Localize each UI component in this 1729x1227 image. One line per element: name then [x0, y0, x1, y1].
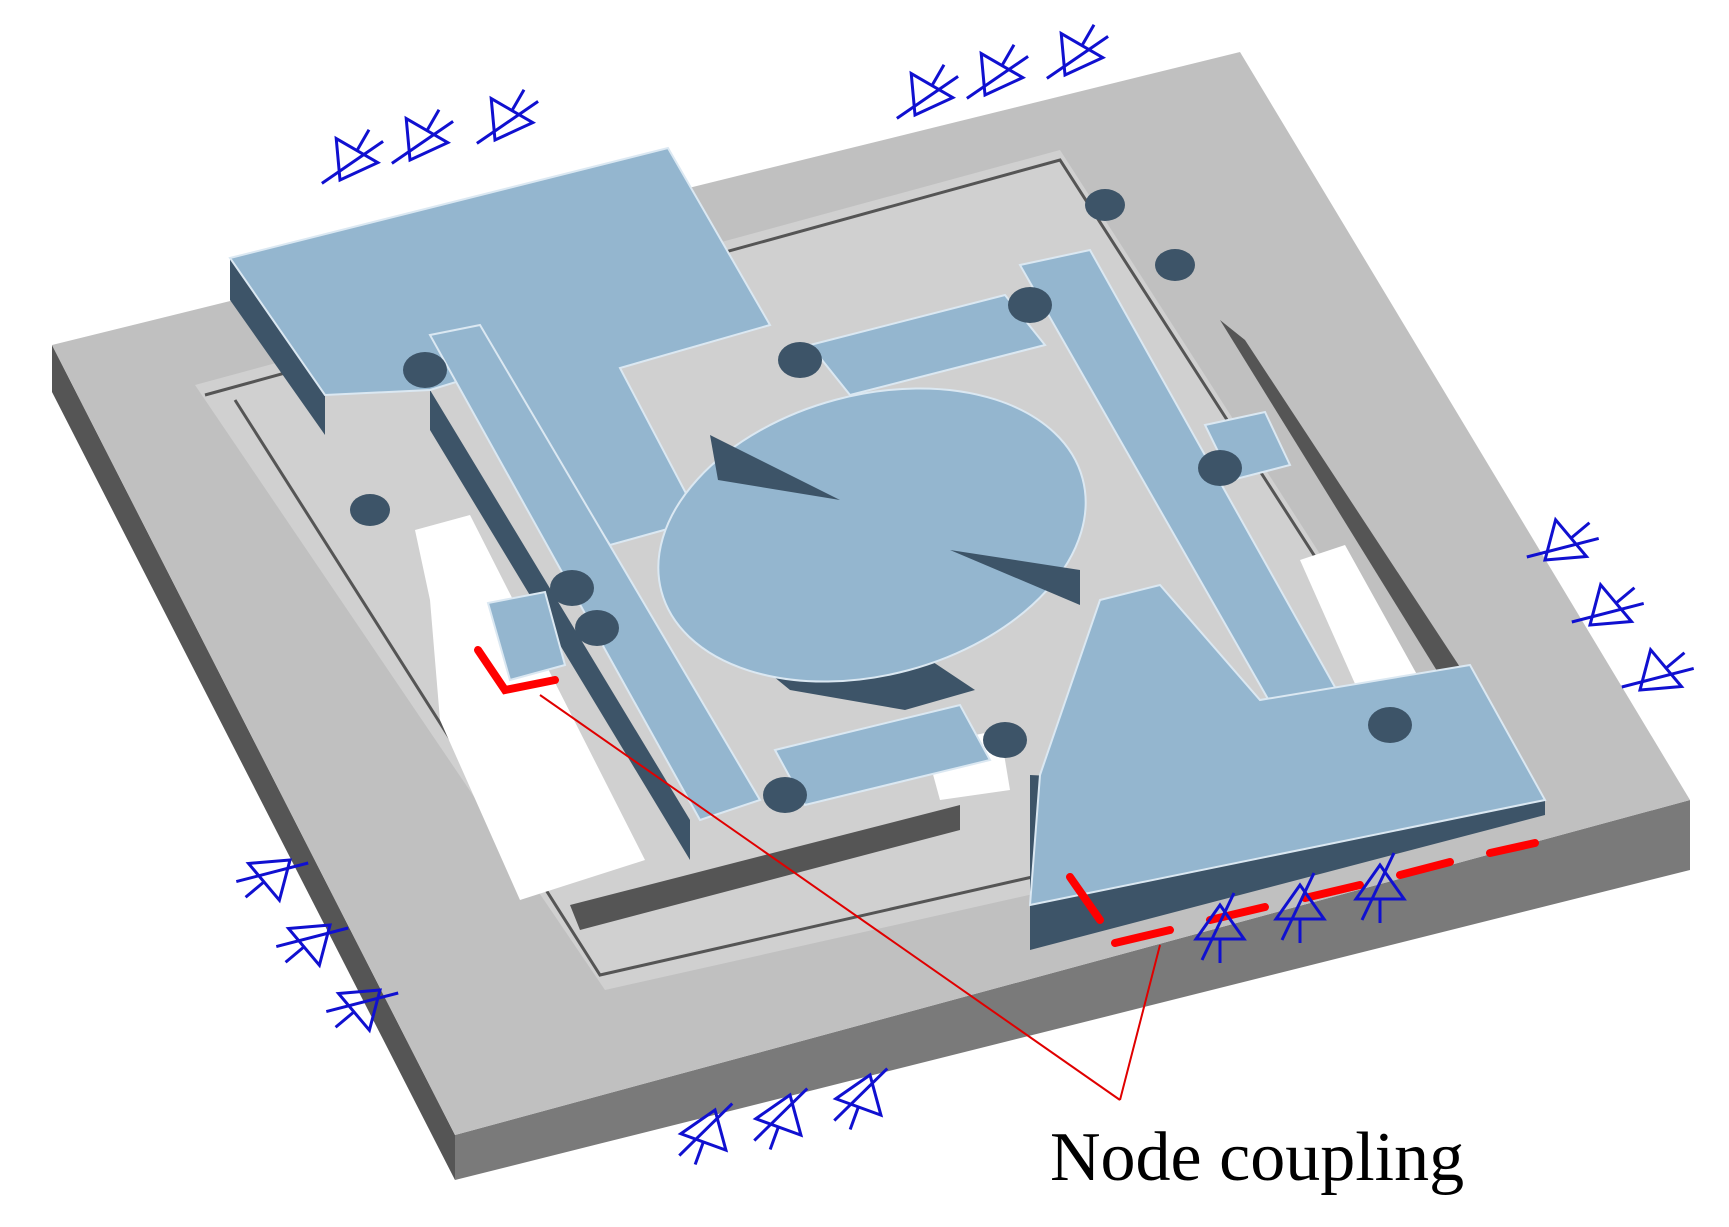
node-coupling-markers [474, 646, 1539, 947]
displacement-constraint-arrow-icon [832, 1067, 889, 1131]
stage-central-disc [657, 387, 1087, 683]
displacement-constraint-arrow-icon [677, 1102, 734, 1166]
stage-small-block-left [486, 590, 567, 682]
constraint-base-line [355, 129, 371, 152]
coupling-segment [1396, 858, 1454, 879]
leader-line [1119, 944, 1161, 1101]
constraint-base-line [244, 880, 265, 899]
constraint-arrow-line [391, 120, 454, 165]
constraint-arrow-line [1571, 601, 1645, 624]
hinge [1155, 249, 1195, 281]
constraint-arrow-line [678, 1102, 734, 1157]
displacement-constraint-arrow-icon [321, 129, 384, 185]
displacement-constraint-arrow-icon [275, 923, 349, 969]
constraint-arrow-line [1621, 666, 1695, 689]
constraint-base-line [848, 1106, 860, 1131]
displacement-constraint-arrow-icon [1353, 852, 1407, 923]
constraint-arrow-line [1360, 852, 1396, 921]
hinge [763, 777, 807, 813]
hinge [403, 352, 447, 388]
hinge [575, 610, 619, 646]
constraint-base-line [1000, 44, 1016, 67]
hinge [1198, 450, 1242, 486]
hinge [1008, 287, 1052, 323]
stage-long-beam-left [428, 323, 762, 822]
node-coupling-label: Node coupling [1050, 1119, 1464, 1196]
constraint-base-line [930, 64, 946, 87]
cavity-wall-bottom [570, 805, 960, 930]
coupling-segment [1066, 873, 1104, 924]
displacement-constraint-arrow-icon [1526, 516, 1600, 562]
flexure-hinges [350, 189, 1412, 813]
constraint-arrow-line [235, 861, 309, 884]
constraint-arrow-line [321, 140, 384, 185]
displacement-constraint-arrow-icon [1193, 892, 1247, 963]
constraint-arrow-line [1280, 872, 1316, 941]
displacement-constraint-arrow-icon [391, 109, 454, 165]
cavity-wall-right [1220, 320, 1475, 700]
constraint-base-line [1570, 521, 1591, 540]
constraint-base-line [425, 109, 441, 132]
stage-top-left-arm [228, 146, 772, 547]
constraint-arrow-line [753, 1087, 809, 1142]
displacement-constraints [235, 24, 1695, 1166]
constraint-arrow-line [1046, 35, 1109, 80]
constraint-arrow-line [325, 991, 399, 1014]
constraint-arrow-line [833, 1067, 889, 1122]
displacement-constraint-arrow-icon [752, 1087, 809, 1151]
displacement-constraint-arrow-icon [235, 858, 309, 904]
stage-side-long-left [430, 390, 690, 860]
coupling-segment [1206, 903, 1269, 924]
constraint-base-line [1615, 586, 1636, 605]
coupling-segment [1301, 881, 1364, 902]
coupling-leader-lines [539, 694, 1161, 1101]
constraint-arrow-line [476, 100, 539, 145]
constraint-base-line [284, 945, 305, 964]
constraint-arrow-line [1200, 892, 1236, 961]
coupling-segment [1111, 926, 1174, 947]
coupling-segment-left [474, 646, 559, 695]
frame-front-side [455, 800, 1690, 1180]
displacement-constraint-arrow-icon [966, 44, 1029, 100]
displacement-constraint-arrow-icon [1046, 24, 1109, 80]
hinge [550, 570, 594, 606]
stage-side-left-upper [230, 258, 325, 435]
displacement-constraint-arrow-icon [325, 988, 399, 1034]
constraint-base-line [693, 1141, 705, 1166]
displacement-constraint-arrow-icon [476, 89, 539, 145]
disc-slot-left [710, 435, 840, 500]
hole-left [415, 515, 645, 900]
constraint-base-line [510, 89, 526, 112]
constraint-base-line [1665, 651, 1686, 670]
constraint-arrow-line [966, 55, 1029, 100]
stage-upper-connector [808, 293, 1047, 397]
moving-stage [228, 146, 1547, 950]
constraint-base-line [768, 1126, 780, 1151]
constraint-arrow-line [275, 926, 349, 949]
hinge [983, 722, 1027, 758]
constraint-arrow-line [1526, 536, 1600, 559]
constraint-base-line [1080, 24, 1096, 47]
stage-top-right-arm [1028, 583, 1547, 907]
hinge [1368, 707, 1412, 743]
hinge [350, 494, 390, 526]
constraint-base-line [334, 1010, 355, 1029]
leader-line [539, 694, 1121, 1101]
displacement-constraint-arrow-icon [1621, 646, 1695, 692]
frame-left-side [52, 345, 455, 1180]
displacement-constraint-arrow-icon [1273, 872, 1327, 943]
displacement-constraint-arrow-icon [1571, 581, 1645, 627]
hole-right [1300, 545, 1420, 695]
disc-slot-right [950, 550, 1080, 605]
constraint-arrow-line [896, 75, 959, 120]
hinge [778, 342, 822, 378]
hinge [1085, 189, 1125, 221]
displacement-constraint-arrow-icon [896, 64, 959, 120]
coupling-segment [1486, 839, 1539, 857]
